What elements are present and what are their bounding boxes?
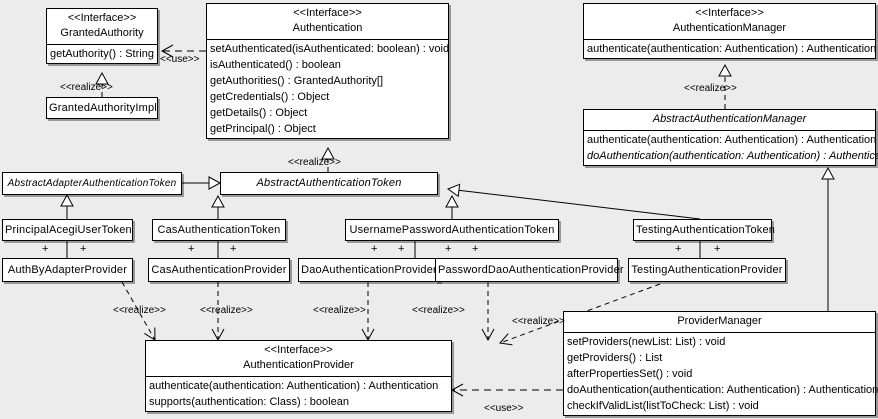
- class-name-label: TestingAuthenticationToken: [636, 224, 776, 236]
- class-box-authentication-manager[interactable]: <<Interface>> AuthenticationManager auth…: [583, 3, 876, 59]
- class-header-abstract-authentication-manager: AbstractAuthenticationManager: [584, 110, 875, 130]
- operation-row: getCredentials() : Object: [210, 91, 330, 103]
- association-visibility-marker: +: [675, 243, 682, 255]
- class-name-label: AbstractAdapterAuthenticationToken: [7, 178, 177, 189]
- class-header-authentication-manager: <<Interface>> AuthenticationManager: [584, 4, 875, 39]
- operation-row: getProviders() : List: [567, 352, 663, 364]
- relationship-label-realize: <<realize>>: [412, 305, 465, 316]
- class-name-label: PrincipalAcegiUserToken: [5, 224, 132, 236]
- class-name-label: AuthByAdapterProvider: [7, 264, 128, 276]
- class-header-authentication-provider: <<Interface>> AuthenticationProvider: [146, 341, 451, 376]
- operations-compartment-abstract-authentication-manager: authenticate(authentication: Authenticat…: [584, 130, 878, 165]
- class-box-cas-authentication-provider[interactable]: CasAuthenticationProvider: [148, 258, 290, 282]
- operation-row: doAuthentication(authentication: Authent…: [567, 384, 878, 396]
- operation-row: authenticate(authentication: Authenticat…: [587, 134, 877, 146]
- operation-row: afterPropertiesSet() : void: [567, 368, 693, 380]
- class-box-password-dao-authentication-provider[interactable]: PasswordDaoAuthenticationProvider: [435, 258, 624, 282]
- stereotype-label: <<Interface>>: [67, 12, 137, 24]
- association-visibility-marker: +: [80, 243, 87, 255]
- operation-row: checkIfValidList(listToCheck: List) : vo…: [567, 400, 759, 412]
- class-box-username-password-authentication-token[interactable]: UsernamePasswordAuthenticationToken: [345, 219, 559, 241]
- operations-compartment-provider-manager: setProviders(newList: List) : void getPr…: [564, 332, 878, 415]
- relationship-label-realize: <<realize>>: [200, 305, 253, 316]
- operation-row: getAuthority() : String: [50, 48, 154, 60]
- association-visibility-marker: +: [472, 243, 479, 255]
- operation-row: getAuthorities() : GrantedAuthority[]: [210, 75, 384, 87]
- class-box-abstract-authentication-manager[interactable]: AbstractAuthenticationManager authentica…: [583, 109, 878, 166]
- stereotype-label: <<Interface>>: [293, 7, 362, 19]
- relationship-label-realize: <<realize>>: [288, 157, 341, 168]
- class-header-authentication: <<Interface>> Authentication: [207, 4, 448, 39]
- association-visibility-marker: +: [398, 243, 405, 255]
- relationship-label-realize: <<realize>>: [512, 316, 565, 327]
- relationship-label-use: <<use>>: [160, 54, 200, 65]
- operation-row: supports(authentication: Class) : boolea…: [149, 396, 349, 408]
- class-name-label: DaoAuthenticationProvider: [301, 264, 437, 276]
- operations-compartment-authentication-provider: authenticate(authentication: Authenticat…: [146, 376, 451, 411]
- class-box-principal-acegi-user-token[interactable]: PrincipalAcegiUserToken: [2, 219, 133, 241]
- class-name-label: CasAuthenticationProvider: [151, 264, 287, 276]
- class-name-label: Authentication: [292, 22, 363, 34]
- class-header-provider-manager: ProviderManager: [564, 312, 875, 332]
- class-name-label: AuthenticationManager: [672, 22, 787, 34]
- class-box-abstract-adapter-authentication-token[interactable]: AbstractAdapterAuthenticationToken: [2, 172, 182, 195]
- class-name-label: PasswordDaoAuthenticationProvider: [438, 264, 624, 276]
- class-box-granted-authority-impl[interactable]: GrantedAuthorityImpl: [46, 97, 158, 119]
- class-name-label: TestingAuthenticationProvider: [631, 264, 783, 276]
- operations-compartment-granted-authority: getAuthority() : String: [47, 44, 157, 63]
- association-visibility-marker: +: [188, 243, 195, 255]
- class-box-authentication-provider[interactable]: <<Interface>> AuthenticationProvider aut…: [145, 340, 452, 412]
- relationship-label-realize: <<realize>>: [313, 305, 366, 316]
- class-box-cas-authentication-token[interactable]: CasAuthenticationToken: [152, 219, 286, 241]
- association-visibility-marker: +: [42, 243, 49, 255]
- operation-row: setProviders(newList: List) : void: [567, 336, 726, 348]
- class-name-label: GrantedAuthorityImpl: [49, 102, 157, 114]
- class-name-label: ProviderManager: [677, 315, 762, 327]
- class-name-label: GrantedAuthority: [60, 27, 144, 39]
- relationship-label-realize: <<realize>>: [684, 83, 737, 94]
- relationship-label-use: <<use>>: [484, 403, 524, 414]
- operation-row: doAuthentication(authentication: Authent…: [587, 150, 878, 162]
- class-name-label: UsernamePasswordAuthenticationToken: [349, 224, 555, 236]
- association-visibility-marker: +: [445, 243, 452, 255]
- class-name-label: AbstractAuthenticationManager: [652, 113, 807, 125]
- operations-compartment-authentication-manager: authenticate(authentication: Authenticat…: [584, 39, 877, 58]
- operation-row: authenticate(authentication: Authenticat…: [149, 380, 439, 392]
- class-box-testing-authentication-provider[interactable]: TestingAuthenticationProvider: [628, 258, 786, 282]
- class-name-label: AbstractAuthenticationToken: [256, 177, 402, 189]
- class-box-provider-manager[interactable]: ProviderManager setProviders(newList: Li…: [563, 311, 878, 416]
- association-visibility-marker: +: [230, 243, 237, 255]
- operation-row: authenticate(authentication: Authenticat…: [587, 43, 877, 55]
- relationship-label-realize: <<realize>>: [113, 305, 166, 316]
- class-box-granted-authority[interactable]: <<Interface>> GrantedAuthority getAuthor…: [46, 8, 158, 64]
- operations-compartment-authentication: setAuthenticated(isAuthenticated: boolea…: [207, 39, 450, 138]
- class-name-label: CasAuthenticationToken: [157, 224, 281, 236]
- operation-row: setAuthenticated(isAuthenticated: boolea…: [210, 43, 450, 55]
- class-box-auth-by-adapter-provider[interactable]: AuthByAdapterProvider: [2, 258, 133, 282]
- association-visibility-marker: +: [371, 243, 378, 255]
- association-visibility-marker: +: [714, 243, 721, 255]
- class-box-testing-authentication-token[interactable]: TestingAuthenticationToken: [633, 219, 776, 241]
- operation-row: getDetails() : Object: [210, 107, 308, 119]
- stereotype-label: <<Interface>>: [264, 344, 333, 356]
- operation-row: isAuthenticated() : boolean: [210, 59, 341, 71]
- class-box-dao-authentication-provider[interactable]: DaoAuthenticationProvider: [298, 258, 440, 282]
- class-name-label: AuthenticationProvider: [243, 359, 354, 371]
- stereotype-label: <<Interface>>: [695, 7, 764, 19]
- relationship-label-realize: <<realize>>: [60, 82, 113, 93]
- class-box-authentication[interactable]: <<Interface>> Authentication setAuthenti…: [206, 3, 449, 139]
- class-header-granted-authority: <<Interface>> GrantedAuthority: [47, 9, 157, 44]
- class-box-abstract-authentication-token[interactable]: AbstractAuthenticationToken: [220, 172, 438, 195]
- operation-row: getPrincipal() : Object: [210, 123, 316, 135]
